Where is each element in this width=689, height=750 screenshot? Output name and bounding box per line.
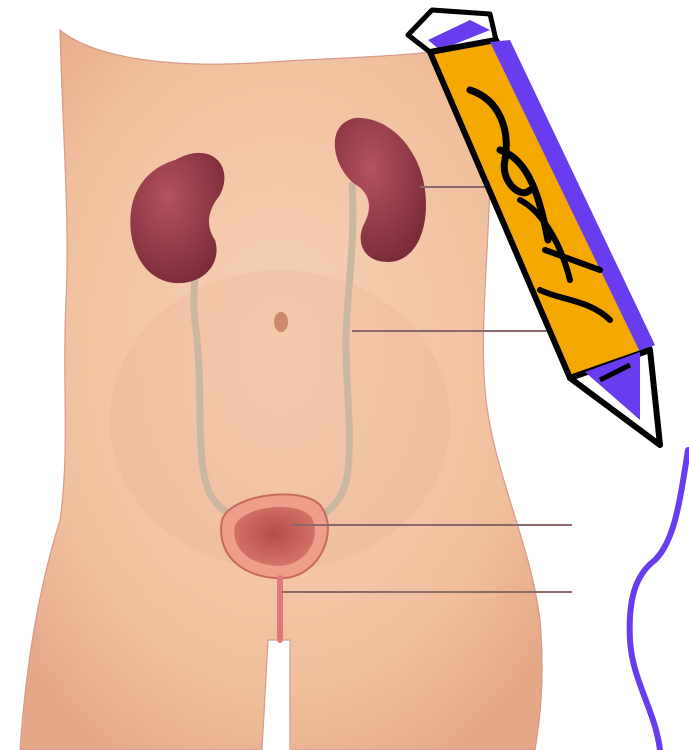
purple-scribble-line (630, 450, 688, 750)
navel (274, 312, 288, 332)
